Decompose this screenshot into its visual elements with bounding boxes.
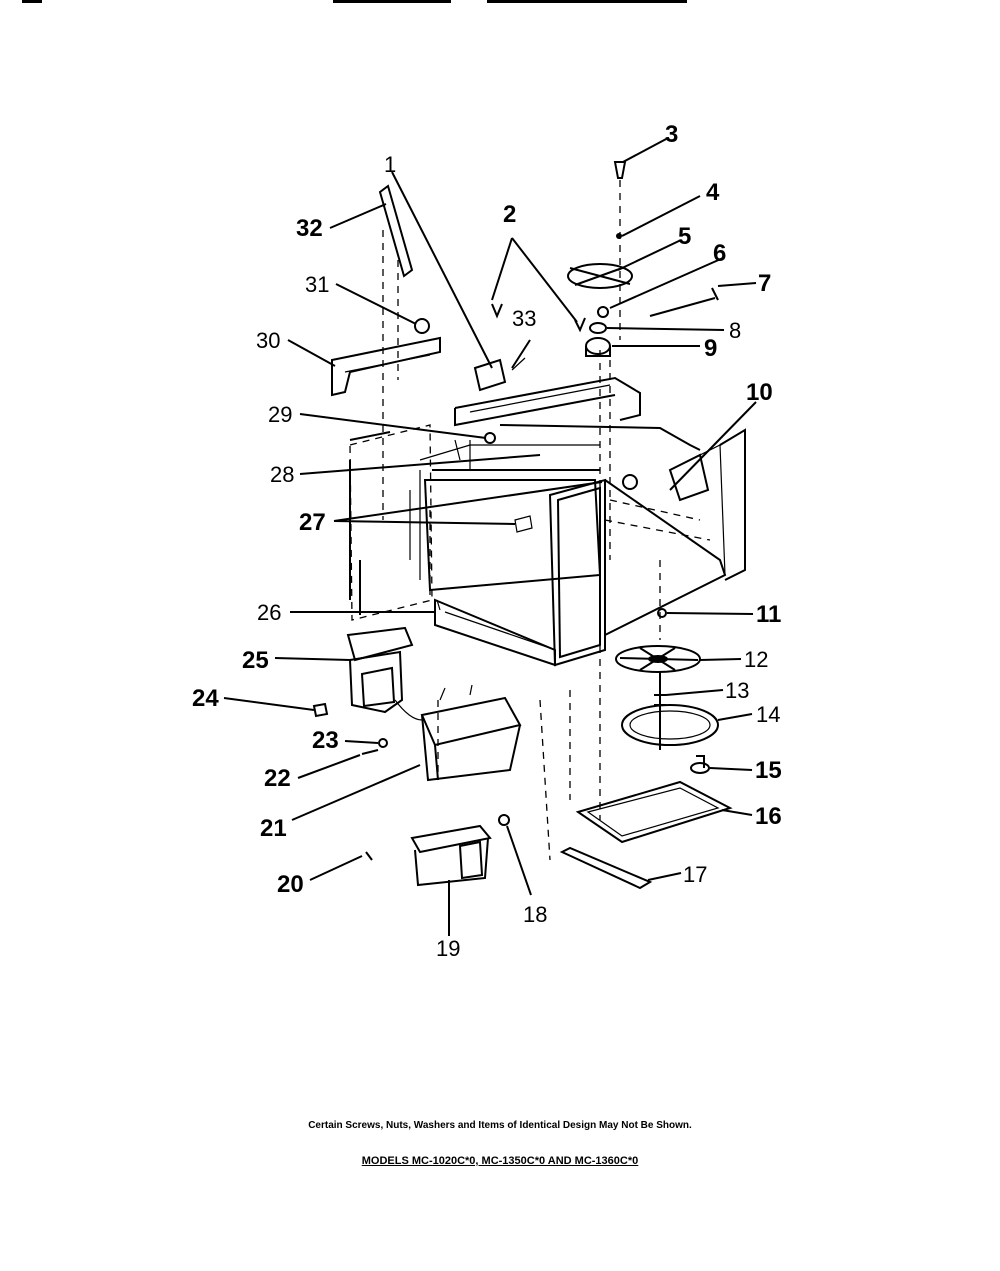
callout-3: 3 <box>665 121 678 148</box>
callout-10: 10 <box>746 379 773 406</box>
part-21-transformer <box>394 684 522 782</box>
callout-31: 31 <box>305 272 329 297</box>
callout-labels: 1 2 3 4 5 6 7 8 9 10 11 12 13 14 15 16 1… <box>192 121 782 961</box>
callout-8: 8 <box>729 318 741 343</box>
footnote: Certain Screws, Nuts, Washers and Items … <box>308 1120 692 1131</box>
callout-12: 12 <box>744 647 768 672</box>
callout-16: 16 <box>755 803 782 830</box>
cabinet-body <box>349 376 746 667</box>
part-18-screw <box>498 814 510 826</box>
callout-32: 32 <box>296 215 323 242</box>
part-31-screw <box>414 318 430 334</box>
part-6-spacer <box>597 306 609 318</box>
top-edge-mark-left <box>22 0 42 3</box>
part-26-base-strip <box>436 599 441 611</box>
callout-7: 7 <box>758 270 771 297</box>
models-caption: MODELS MC-1020C*0, MC-1350C*0 AND MC-136… <box>361 1155 639 1167</box>
part-12-turntable-support <box>615 645 701 673</box>
callout-4: 4 <box>706 179 720 206</box>
part-22-bolt <box>361 749 379 755</box>
callout-28: 28 <box>270 462 294 487</box>
part-23-connector <box>378 738 388 748</box>
part-20-clip <box>365 851 373 861</box>
callout-33: 33 <box>512 306 536 331</box>
assembly-guide-lines <box>382 180 661 861</box>
part-14-roller-ring <box>621 704 719 746</box>
callout-6: 6 <box>713 240 726 267</box>
callout-27: 27 <box>299 509 326 536</box>
callout-2: 2 <box>503 201 516 228</box>
callout-29: 29 <box>268 402 292 427</box>
part-33-switch <box>473 357 526 392</box>
leader-lines <box>223 137 757 936</box>
callout-26: 26 <box>257 600 281 625</box>
part-2-clips <box>491 303 586 333</box>
top-edge-mark-right <box>487 0 687 3</box>
callout-25: 25 <box>242 647 269 674</box>
part-17-rail <box>559 846 653 890</box>
callout-20: 20 <box>277 871 304 898</box>
part-24-screw <box>312 702 329 718</box>
callout-23: 23 <box>312 727 339 754</box>
part-7-pin <box>649 287 719 317</box>
part-5-stirrer-blade <box>567 263 633 289</box>
part-32-hinge-bar <box>378 184 414 278</box>
callout-15: 15 <box>755 757 782 784</box>
callout-11: 11 <box>756 601 781 628</box>
part-10-lamp-socket <box>622 453 710 502</box>
callout-19: 19 <box>436 936 460 961</box>
callout-22: 22 <box>264 765 291 792</box>
callout-24: 24 <box>192 685 219 712</box>
part-4-washer <box>616 233 622 239</box>
part-19-fan-housing <box>410 824 492 887</box>
callout-21: 21 <box>260 815 287 842</box>
callout-1: 1 <box>384 152 396 177</box>
top-edge-mark-center <box>333 0 451 3</box>
part-27-cover <box>514 515 533 533</box>
callout-14: 14 <box>756 702 780 727</box>
part-29-screw <box>484 432 496 444</box>
callout-13: 13 <box>725 678 749 703</box>
part-25-control-housing <box>346 626 414 714</box>
callout-18: 18 <box>523 902 547 927</box>
callout-30: 30 <box>256 328 280 353</box>
part-30-bracket <box>331 336 441 397</box>
callout-5: 5 <box>678 223 691 250</box>
callout-9: 9 <box>704 335 717 362</box>
part-9-motor <box>585 337 611 357</box>
part-16-tray <box>575 780 733 844</box>
callout-17: 17 <box>683 862 707 887</box>
part-8-bearing <box>589 322 607 334</box>
part-11-coupler <box>657 608 667 618</box>
part-15-motor-screw <box>690 755 710 774</box>
part-3-screw <box>613 161 627 179</box>
